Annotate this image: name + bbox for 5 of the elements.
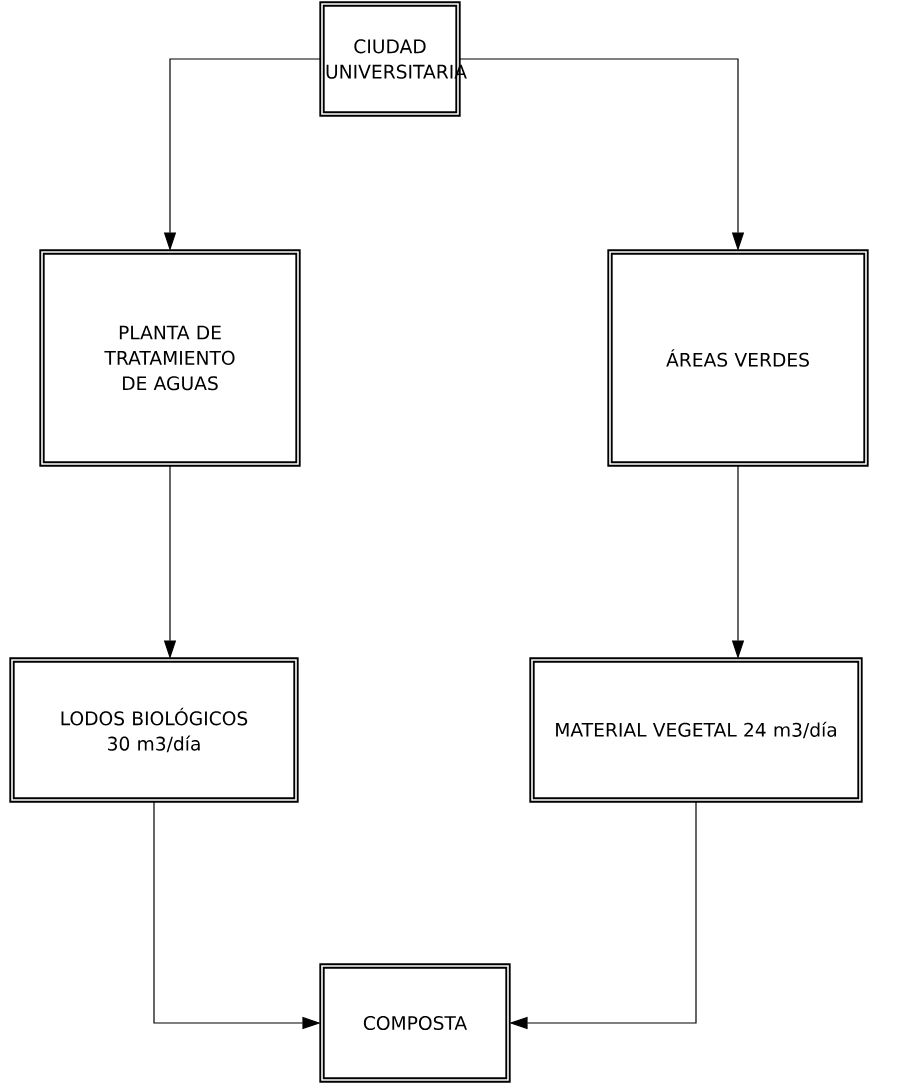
process-box: LODOS BIOLÓGICOS 30 m3/día [9,657,299,803]
process-box: MATERIAL VEGETAL 24 m3/día [529,657,863,803]
process-box: PLANTA DE TRATAMIENTO DE AGUAS [39,249,301,467]
process-box: ÁREAS VERDES [607,249,869,467]
process-box: COMPOSTA [319,963,511,1083]
